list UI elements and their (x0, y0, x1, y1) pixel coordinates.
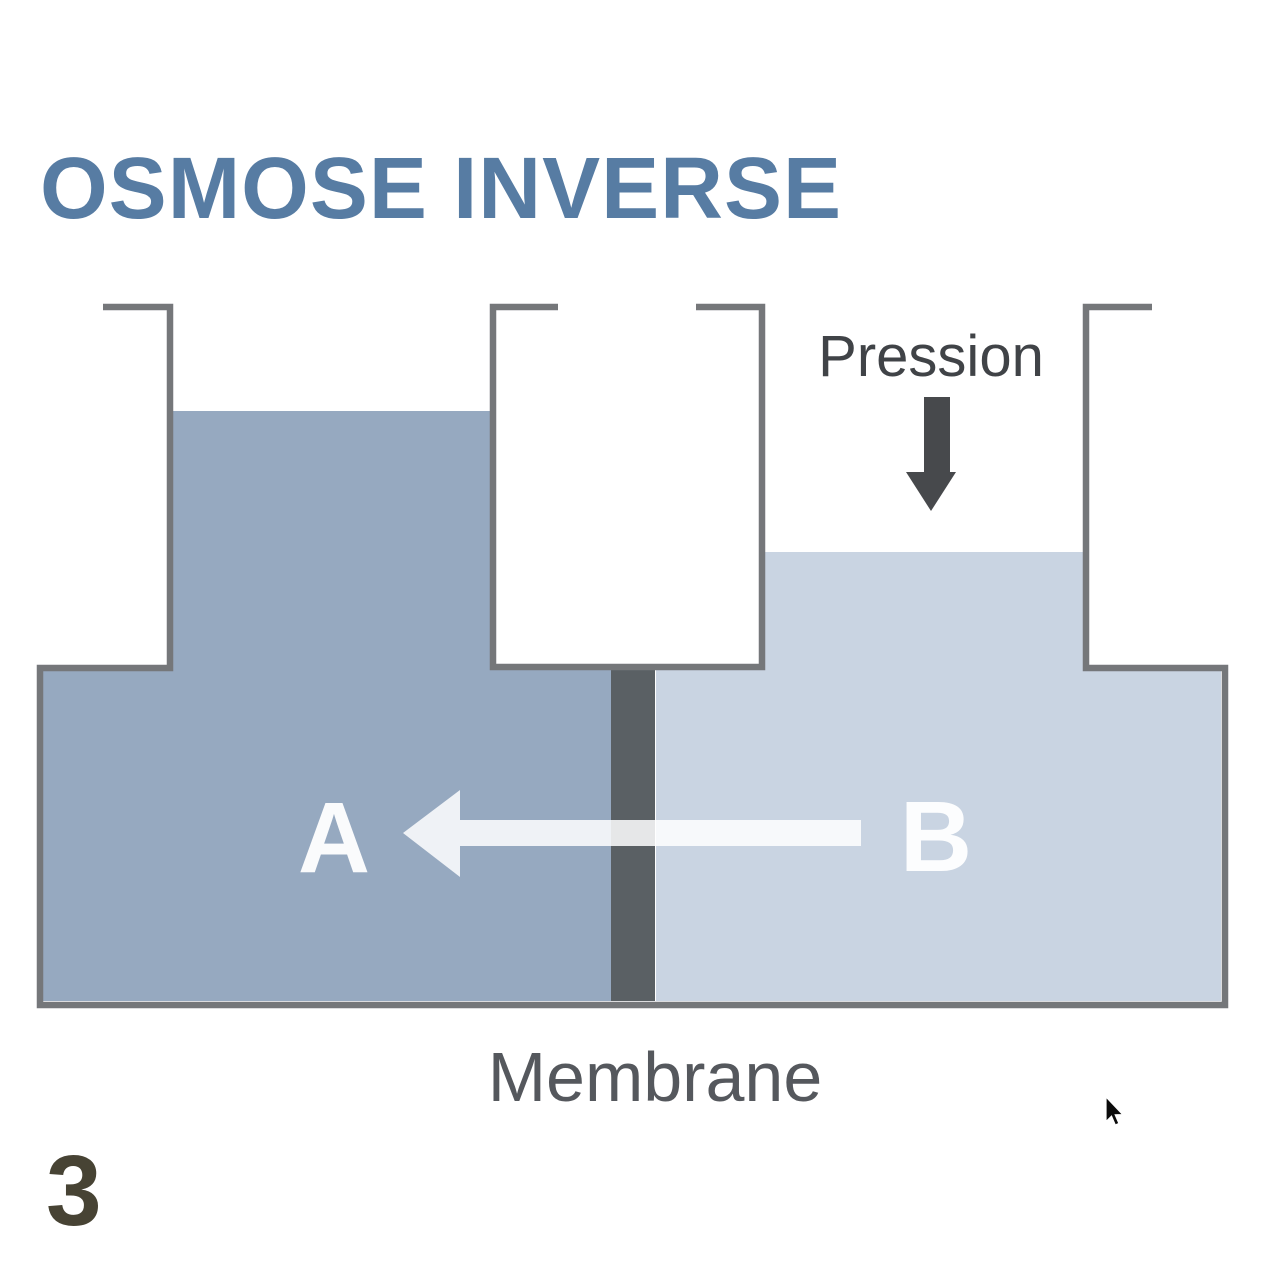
vessel-outline (36, 303, 1229, 1009)
pressure-arrow-head (906, 472, 956, 511)
liquid-b-region (656, 552, 1221, 1001)
pressure-down-arrow-icon (906, 397, 956, 511)
page-number: 3 (46, 1135, 102, 1247)
liquid-a-region (43, 411, 612, 1001)
mouse-cursor-icon (1105, 1095, 1125, 1126)
membrane-label: Membrane (488, 1038, 823, 1116)
chamber-b-label: B (900, 781, 972, 893)
chamber-a-label: A (298, 782, 370, 894)
middle-gap-outline (489, 303, 766, 671)
flow-left-arrow-icon (403, 790, 861, 877)
pressure-arrow-shaft (924, 397, 950, 473)
page-title: OSMOSE INVERSE (40, 140, 842, 237)
pressure-label: Pression (818, 324, 1044, 389)
